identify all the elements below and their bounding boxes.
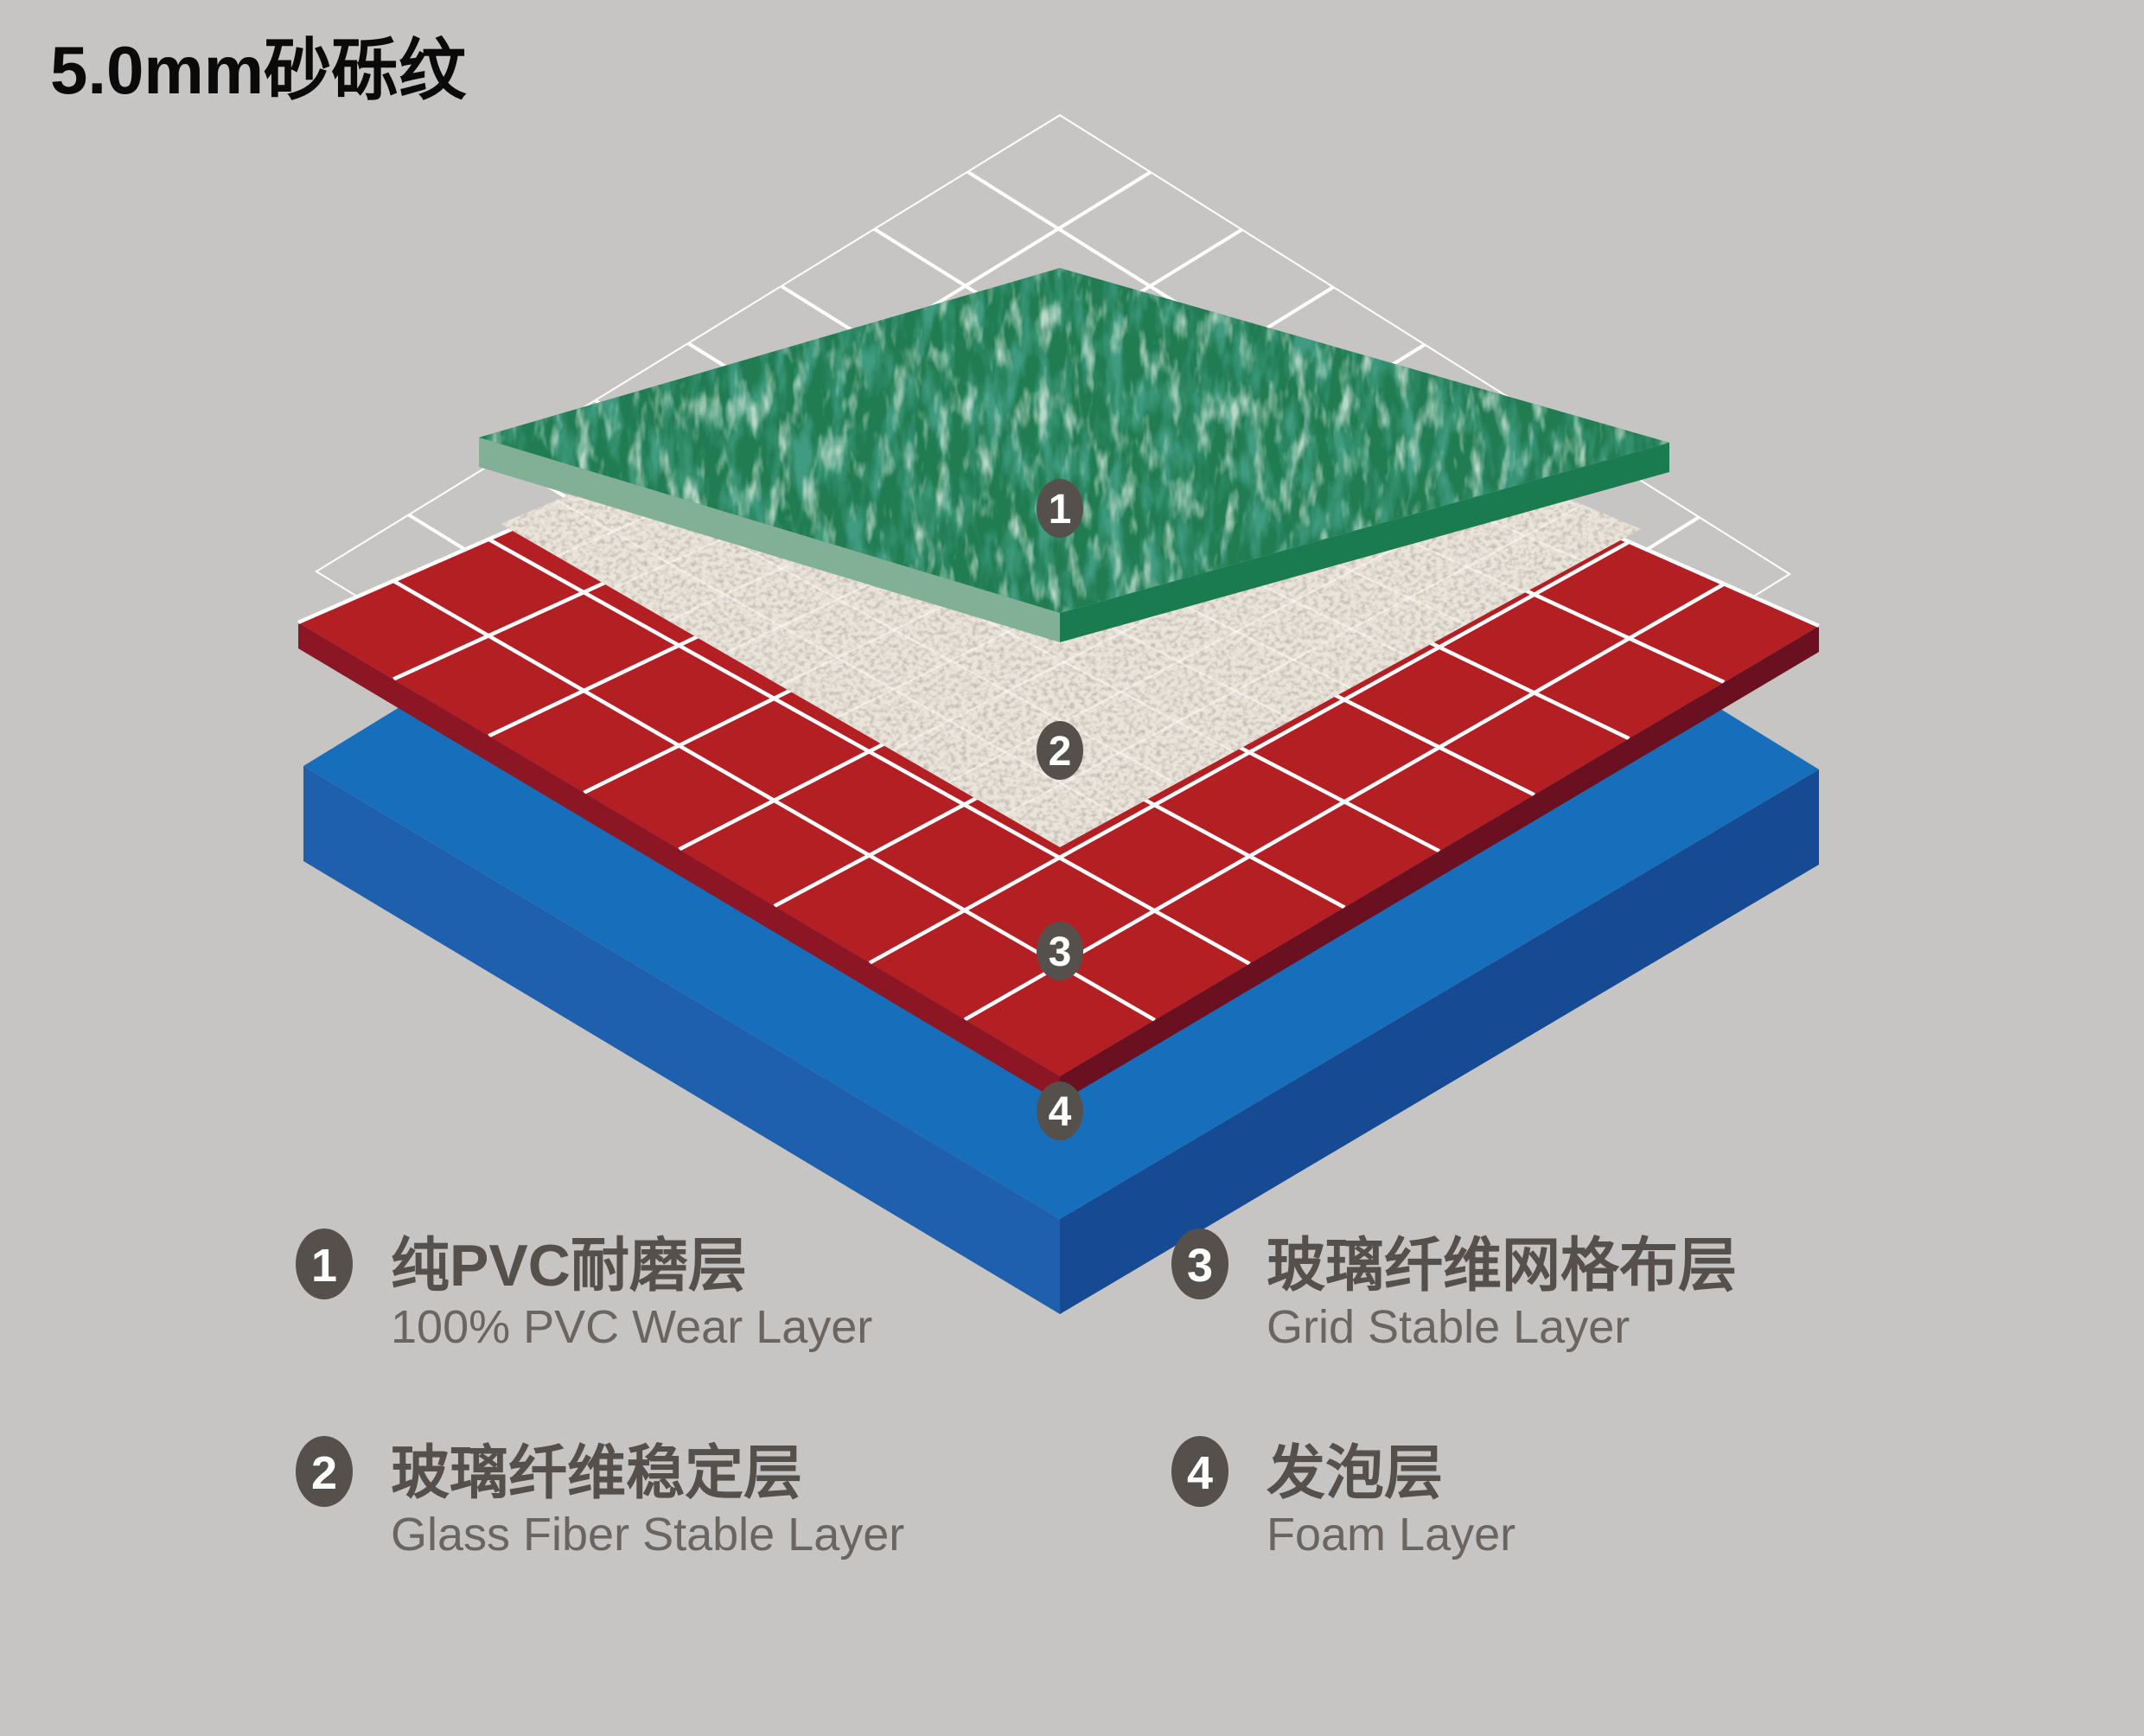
legend-item-1-badge	[296, 1229, 353, 1299]
legend-item-4-number: 4	[1187, 1447, 1213, 1499]
legend-item-3-title-zh: 玻璃纤维网格布层	[1267, 1233, 1737, 1299]
layer-3-badge: 3	[1037, 922, 1083, 980]
legend-item-4-title-zh: 发泡层	[1267, 1440, 1443, 1506]
layer-3-badge-number: 3	[1049, 929, 1072, 975]
legend-item-3-number: 3	[1187, 1240, 1213, 1292]
foam-layer-left-side	[303, 766, 1060, 1314]
layer-1-badge-circle	[1037, 479, 1083, 538]
legend-item-3-subtitle-en: Grid Stable Layer	[1267, 1301, 1630, 1353]
legend-item-2-subtitle-en: Glass Fiber Stable Layer	[391, 1509, 904, 1560]
layer-2-badge: 2	[1037, 721, 1083, 780]
layer-4-badge: 4	[1037, 1082, 1083, 1140]
foam-layer-right-side	[1060, 769, 1819, 1314]
layer-3-badge-circle	[1037, 922, 1083, 980]
diagram-badges: 1 2 3 4	[1037, 479, 1083, 1140]
legend-item-3-badge	[1171, 1229, 1228, 1299]
legend-item-2-badge	[296, 1436, 353, 1507]
layer-1-badge: 1	[1037, 479, 1083, 538]
legend-item-1-subtitle-en: 100% PVC Wear Layer	[391, 1301, 872, 1353]
legend-item-1: 1 纯PVC耐磨层 100% PVC Wear Layer	[296, 1229, 872, 1353]
layer-4-badge-circle	[1037, 1082, 1083, 1140]
wear-layer-left-side	[479, 437, 1060, 642]
legend-item-4-subtitle-en: Foam Layer	[1267, 1509, 1515, 1560]
layer-1-badge-number: 1	[1049, 487, 1072, 533]
legend-item-4: 4 发泡层 Foam Layer	[1171, 1436, 1515, 1560]
legend-item-2: 2 玻璃纤维稳定层 Glass Fiber Stable Layer	[296, 1436, 904, 1560]
wear-layer-right-side	[1060, 443, 1669, 642]
layer-2-badge-circle	[1037, 721, 1083, 780]
legend-item-3: 3 玻璃纤维网格布层 Grid Stable Layer	[1171, 1229, 1737, 1353]
wear-layer	[479, 268, 1669, 642]
layer-4-badge-number: 4	[1049, 1089, 1072, 1135]
page-title: 5.0mm砂砾纹	[50, 32, 467, 108]
legend-item-2-number: 2	[311, 1447, 337, 1499]
layer-2-badge-number: 2	[1049, 729, 1072, 775]
wear-layer-texture-light	[479, 268, 1669, 613]
legend-item-1-title-zh: 纯PVC耐磨层	[391, 1233, 747, 1299]
grid-layer-right-side	[1060, 626, 1819, 1102]
legend-item-2-title-zh: 玻璃纤维稳定层	[391, 1440, 802, 1506]
legend: 1 纯PVC耐磨层 100% PVC Wear Layer 2 玻璃纤维稳定层 …	[296, 1229, 1737, 1560]
grid-layer-left-side	[298, 622, 1060, 1102]
legend-item-1-number: 1	[311, 1240, 337, 1292]
legend-item-4-badge	[1171, 1436, 1228, 1507]
